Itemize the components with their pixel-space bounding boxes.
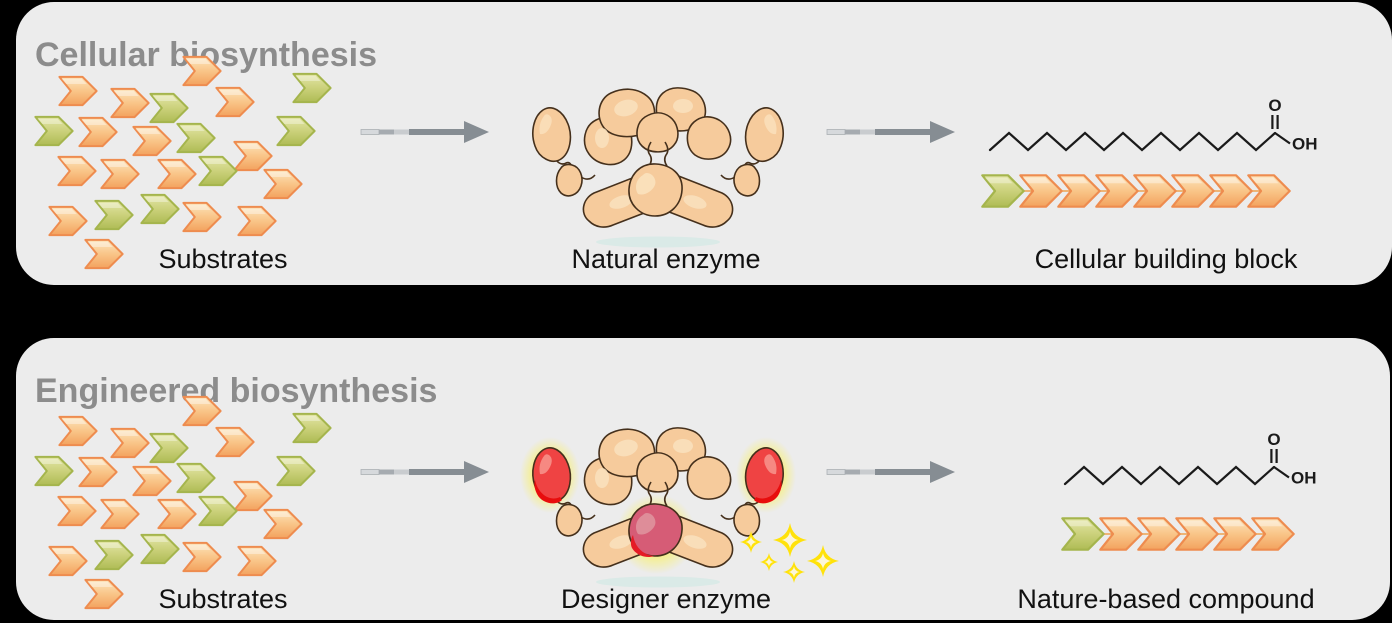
reaction-arrow-icon [826,460,956,484]
natural-enzyme-illustration [526,80,790,252]
cellular-building-block-label: Cellular building block [1034,244,1298,274]
svg-text:O: O [1267,430,1280,449]
reaction-arrow-icon [360,460,490,484]
reaction-arrow-icon [826,120,956,144]
substrates-cluster [34,55,332,270]
substrates-label: Substrates [158,244,288,274]
panel-engineered-biosynthesis: Engineered biosynthesis Substrates Desig… [16,338,1390,620]
nature-based-compound-label: Nature-based compound [1017,584,1315,614]
svg-text:OH: OH [1292,135,1318,154]
fatty-acid-structure-short: O OH [1063,430,1317,488]
panel-title-engineered: Engineered biosynthesis [35,372,438,411]
substrates-cluster [34,395,332,610]
substrates-label: Substrates [158,584,288,614]
fatty-acid-structure-long: O OH [988,96,1318,154]
designer-enzyme-label: Designer enzyme [560,584,772,614]
product-chevron-chain [981,174,1291,208]
panel-cellular-biosynthesis: Cellular biosynthesis Substrates Natural… [16,2,1392,285]
svg-text:OH: OH [1291,469,1317,488]
natural-enzyme-label: Natural enzyme [571,244,761,274]
svg-text:O: O [1268,96,1281,115]
reaction-arrow-icon [360,120,490,144]
product-chevron-chain [1061,517,1295,551]
sparkles-icon [740,523,839,583]
